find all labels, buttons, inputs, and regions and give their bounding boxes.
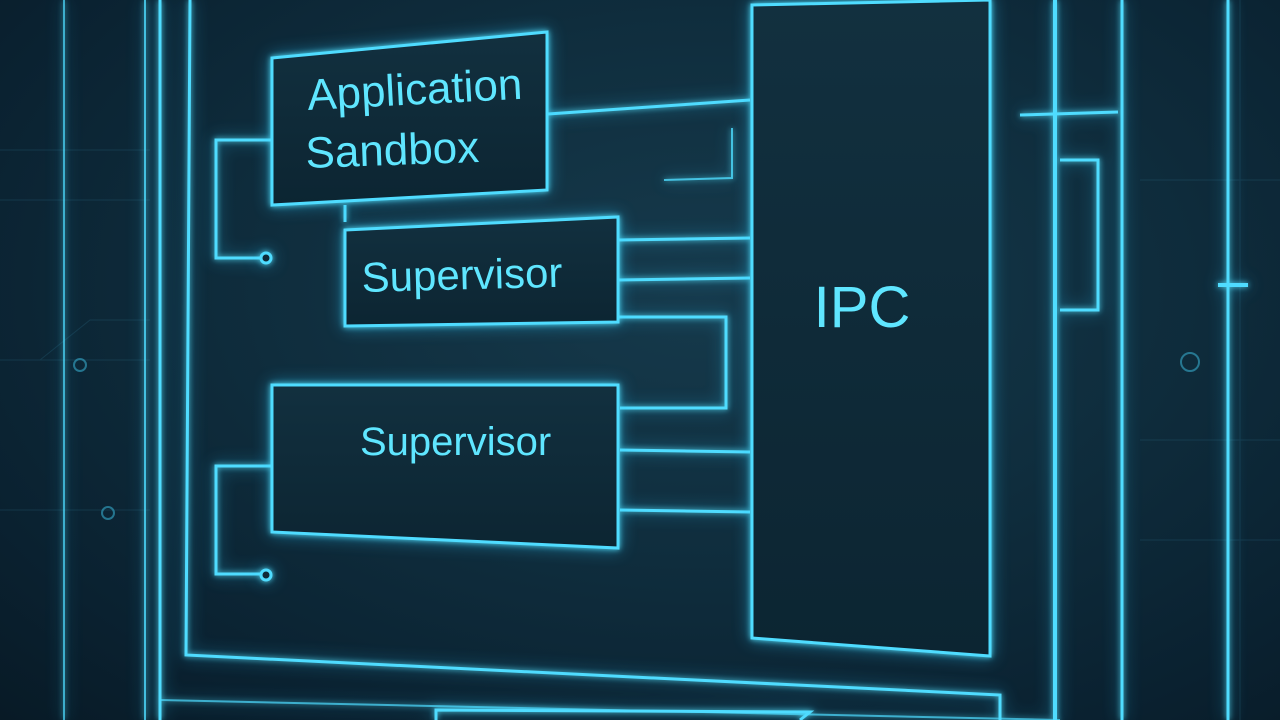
wire-supervisor-ipc-2 (617, 276, 751, 282)
connectors (214, 98, 751, 576)
terminal-dot (259, 251, 273, 265)
node-supervisor-bottom (270, 383, 620, 550)
wire-thin (663, 128, 733, 181)
outer-frame (63, 0, 1248, 720)
supervisor-top-label: Supervisor (361, 249, 563, 301)
wire-sandbox-ipc (547, 98, 751, 116)
background-nodes (73, 352, 1200, 520)
application-sandbox-label-line2: Sandbox (305, 123, 480, 178)
terminal-dots (259, 251, 273, 582)
node-supervisor-top (343, 215, 620, 328)
bg-node-dot (1180, 352, 1200, 372)
wire-supervisor-loop (618, 315, 728, 410)
wire-supervisor2-left (214, 464, 272, 576)
wire-supervisor-ipc-1 (617, 236, 751, 242)
wire-supervisor2-ipc-2 (619, 508, 751, 514)
wire-supervisor2-ipc-1 (619, 448, 751, 454)
ipc-label: IPC (814, 275, 911, 340)
node-ipc (750, 0, 992, 658)
node-application-sandbox (270, 30, 549, 207)
terminal-dot (259, 568, 273, 582)
application-sandbox-label-line1: Application (306, 60, 524, 120)
wire-sandbox-left (214, 138, 272, 260)
supervisor-bottom-label: Supervisor (360, 420, 551, 464)
bg-node-dot (101, 506, 115, 520)
bg-node-dot (73, 358, 87, 372)
